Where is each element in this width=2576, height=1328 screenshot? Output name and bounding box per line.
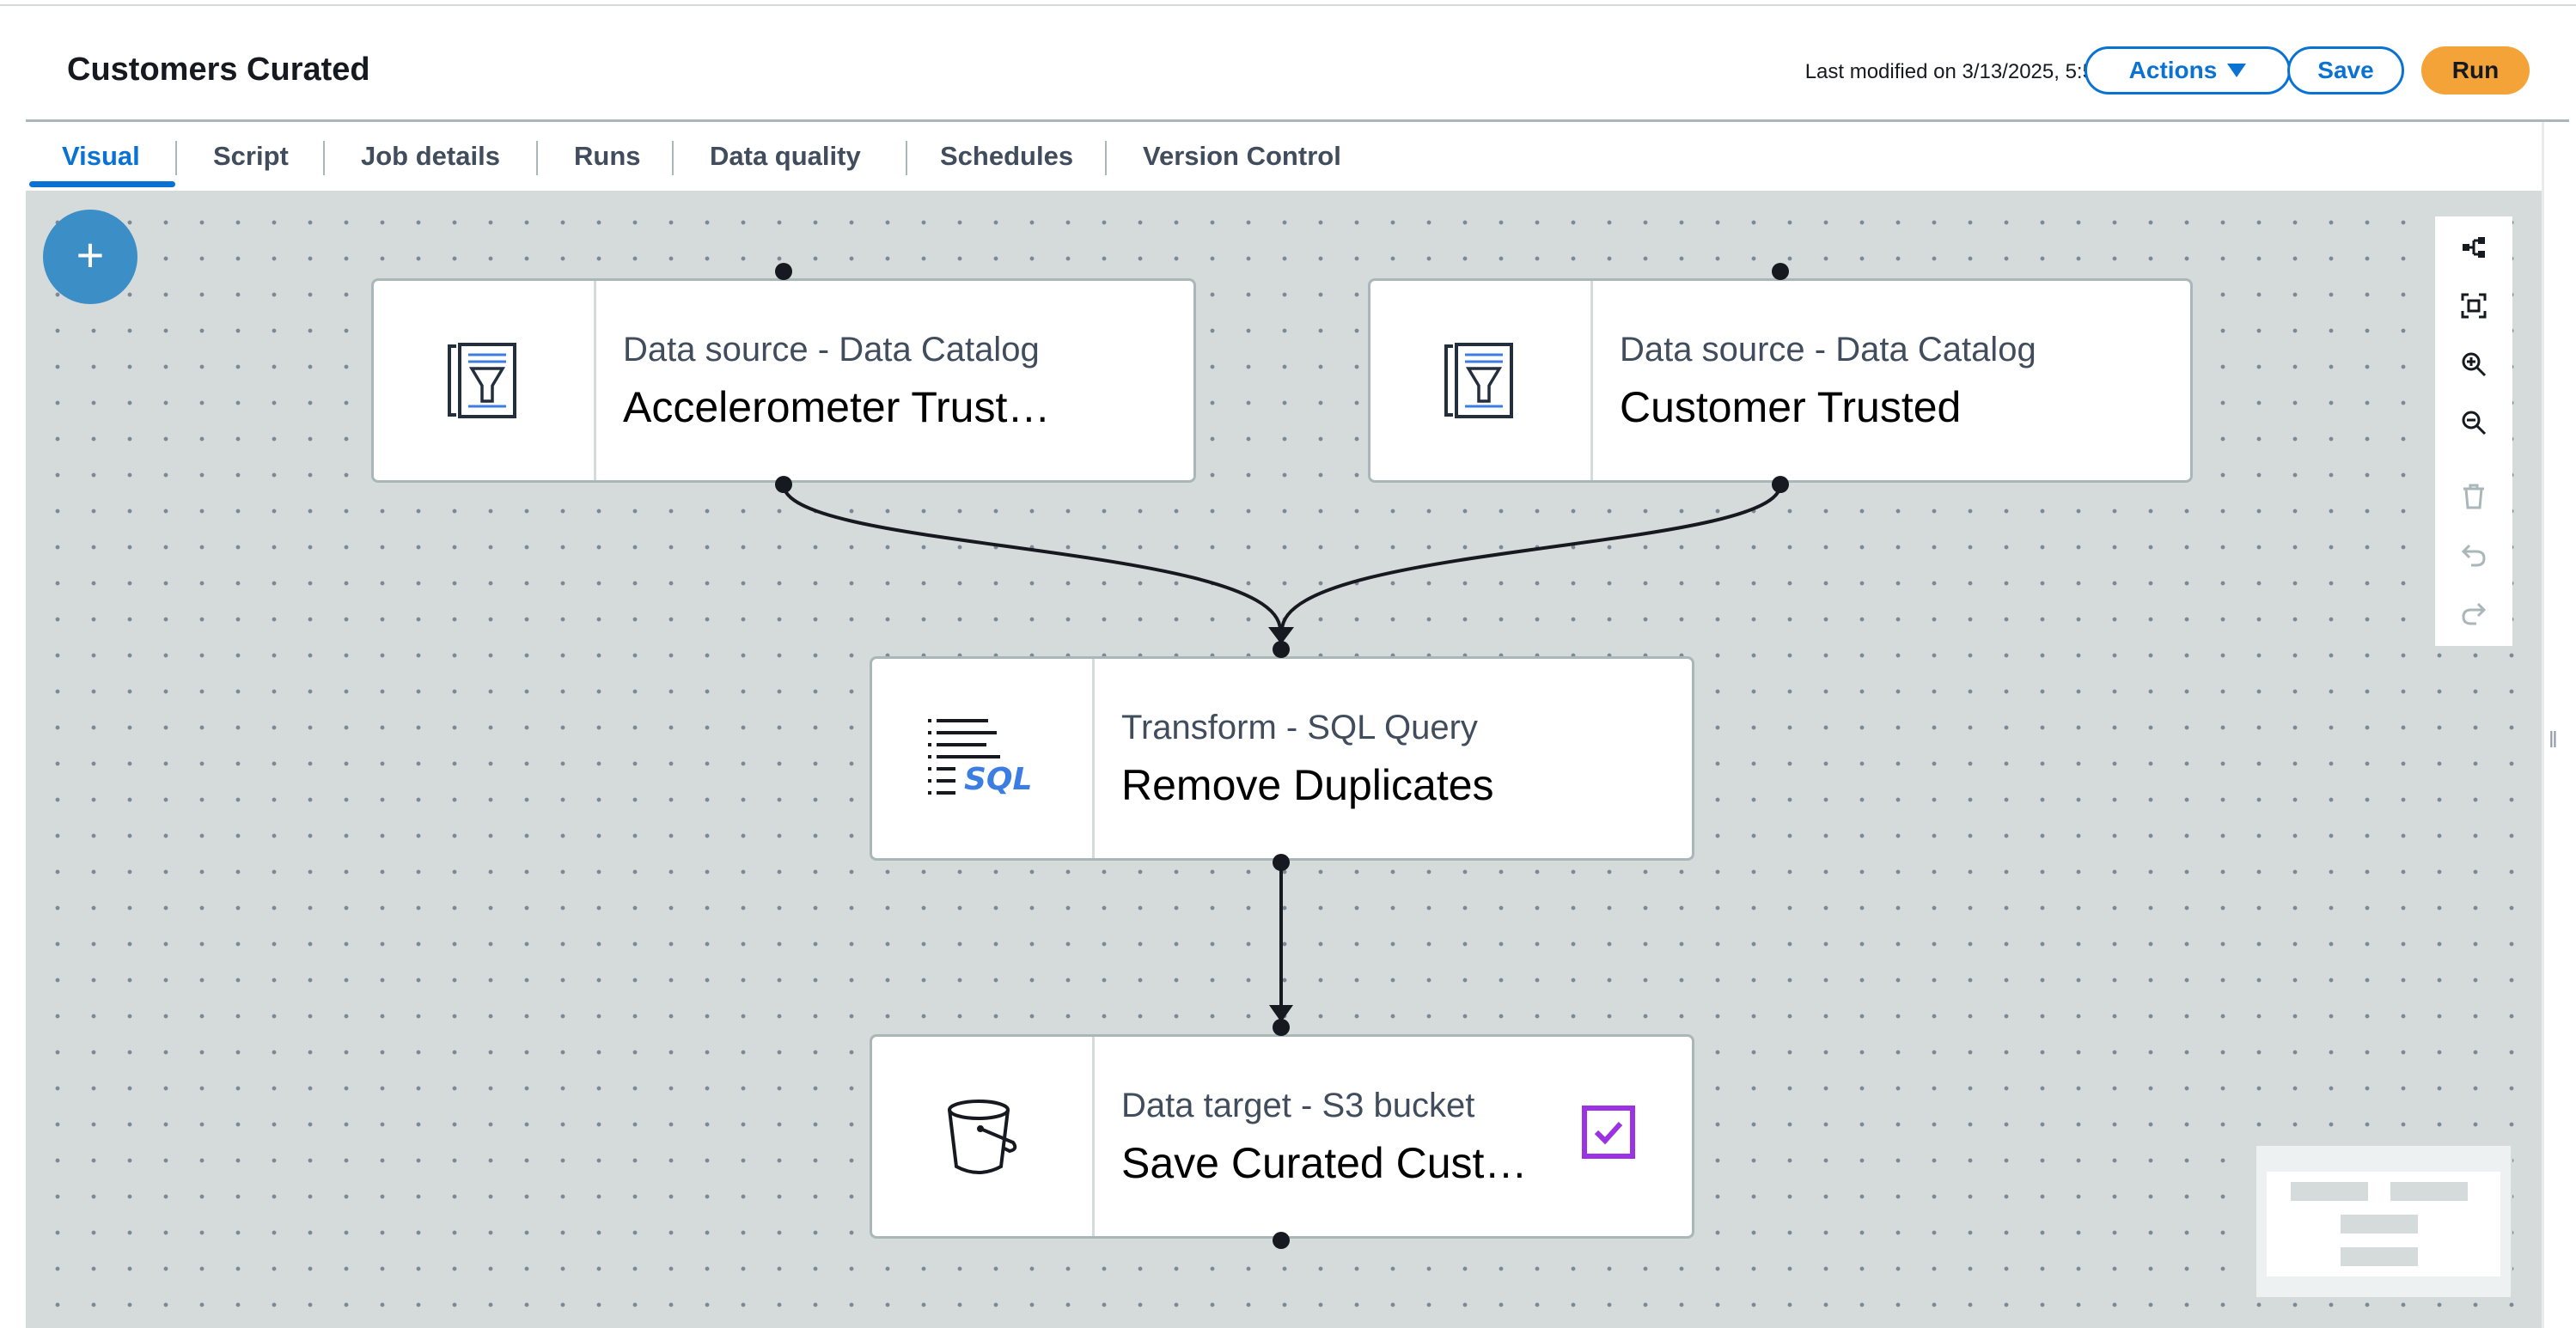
node-icon-panel (872, 1037, 1095, 1236)
node-type-label: Data target - S3 bucket (1121, 1087, 1475, 1124)
sql-query-icon: SQL (928, 719, 1032, 797)
save-button[interactable]: Save (2287, 46, 2404, 94)
input-port[interactable] (775, 263, 792, 280)
fit-to-screen-icon[interactable] (2453, 285, 2494, 326)
tab-divider (323, 141, 325, 175)
edge-arrowhead (1269, 1005, 1293, 1022)
delete-icon[interactable] (2453, 476, 2494, 517)
output-port[interactable] (1772, 476, 1789, 493)
output-port[interactable] (775, 476, 792, 493)
zoom-out-icon[interactable] (2453, 402, 2494, 443)
minimap-node (2341, 1247, 2418, 1266)
node-accelerometer-trusted[interactable]: Data source - Data Catalog Accelerometer… (371, 278, 1196, 483)
visual-canvas[interactable]: + Data source - Data Catalog Acceleromet… (26, 191, 2542, 1328)
canvas-minimap[interactable] (2255, 1144, 2512, 1299)
undo-icon[interactable] (2453, 534, 2494, 576)
data-catalog-icon (1444, 343, 1513, 418)
tab-schedules[interactable]: Schedules (940, 141, 1074, 171)
caret-down-icon (2227, 64, 2247, 77)
job-title: Customers Curated (67, 52, 370, 88)
node-selected-checkbox[interactable] (1582, 1106, 1635, 1159)
node-icon-panel (374, 281, 596, 480)
node-name-label: Remove Duplicates (1121, 761, 1494, 809)
tab-divider (1105, 141, 1107, 175)
node-type-label: Transform - SQL Query (1121, 709, 1478, 746)
zoom-in-icon[interactable] (2453, 344, 2494, 385)
minimap-node (2390, 1182, 2468, 1201)
node-name-label: Save Curated Customers (1121, 1139, 1534, 1187)
add-node-button[interactable]: + (43, 210, 137, 304)
minimap-node (2291, 1182, 2368, 1201)
redo-icon[interactable] (2453, 593, 2494, 634)
node-customer-trusted[interactable]: Data source - Data Catalog Customer Trus… (1368, 278, 2193, 483)
job-header: Customers Curated Last modified on 3/13/… (26, 26, 2569, 122)
active-tab-indicator (29, 181, 175, 187)
top-rule (0, 0, 2576, 6)
node-save-curated-customers[interactable]: Data target - S3 bucket Save Curated Cus… (870, 1034, 1694, 1239)
tab-script[interactable]: Script (213, 141, 289, 171)
input-port[interactable] (1772, 263, 1789, 280)
canvas-toolbar (2435, 216, 2512, 646)
input-port[interactable] (1273, 641, 1290, 658)
actions-button[interactable]: Actions (2085, 46, 2291, 94)
edge-arrowhead (1268, 627, 1294, 644)
tab-visual[interactable]: Visual (62, 141, 140, 171)
node-remove-duplicates[interactable]: SQL Transform - SQL Query Remove Duplica… (870, 656, 1694, 861)
tab-divider (906, 141, 907, 175)
tab-data-quality[interactable]: Data quality (710, 141, 861, 171)
edge-layer (782, 484, 1782, 1022)
minimap-node (2341, 1215, 2418, 1234)
actions-button-label: Actions (2128, 57, 2218, 83)
resize-handle-icon[interactable]: ‖ (2549, 727, 2558, 752)
tab-runs[interactable]: Runs (574, 141, 641, 171)
tab-divider (175, 141, 177, 175)
edge-customer-to-transform (1280, 484, 1782, 631)
node-icon-panel: SQL (872, 659, 1095, 858)
tab-bar: Visual Script Job details Runs Data qual… (26, 122, 2542, 191)
edge-accelerometer-to-transform (782, 484, 1282, 631)
layout-icon[interactable] (2453, 227, 2494, 268)
minimap-viewport (2267, 1172, 2500, 1276)
input-port[interactable] (1273, 1019, 1290, 1036)
run-button[interactable]: Run (2421, 46, 2530, 94)
node-icon-panel (1370, 281, 1593, 480)
tab-version-control[interactable]: Version Control (1143, 141, 1341, 171)
panel-divider (2542, 122, 2544, 1328)
data-catalog-icon (448, 343, 516, 418)
sql-icon-text: SQL (964, 762, 1032, 797)
check-icon (1594, 1121, 1623, 1145)
node-type-label: Data source - Data Catalog (1620, 331, 2036, 369)
tab-job-details[interactable]: Job details (361, 141, 500, 171)
output-port[interactable] (1273, 854, 1290, 871)
tab-divider (672, 141, 674, 175)
s3-bucket-icon (948, 1100, 1017, 1174)
output-port[interactable] (1273, 1232, 1290, 1249)
node-type-label: Data source - Data Catalog (623, 331, 1040, 369)
tab-divider (536, 141, 538, 175)
node-name-label: Accelerometer Trusted (623, 383, 1053, 431)
node-name-label: Customer Trusted (1620, 383, 1962, 431)
